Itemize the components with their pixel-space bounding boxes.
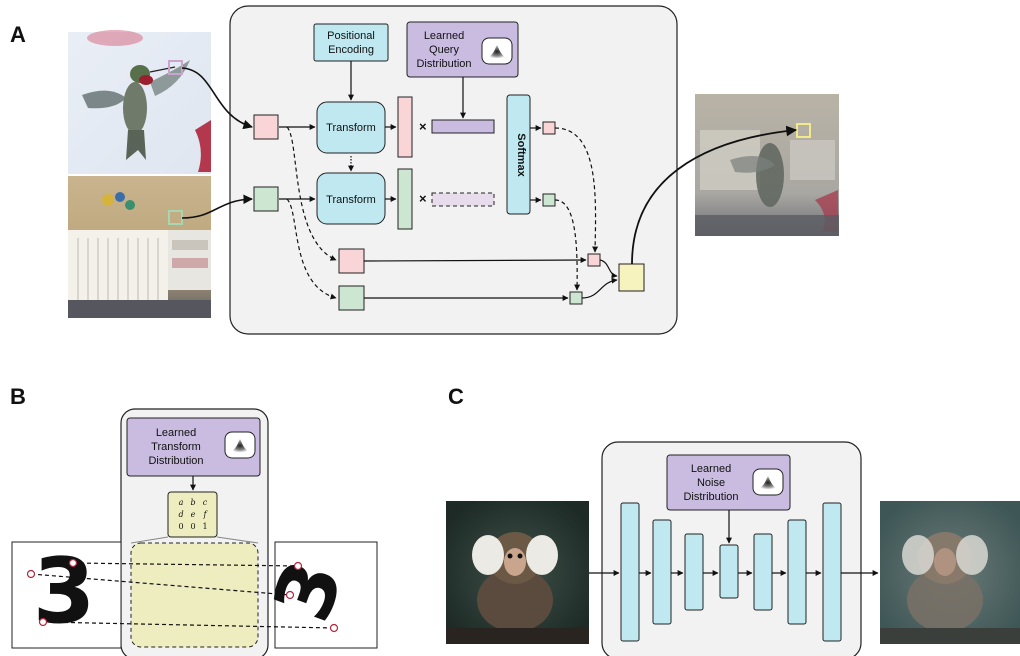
query-vector-ghost	[431, 192, 495, 207]
weighted-bird	[587, 253, 601, 267]
matrix-e: e	[191, 510, 196, 519]
bird-value-token	[338, 248, 365, 274]
crib-value-token	[338, 285, 365, 311]
crib-value-branch	[286, 198, 337, 300]
sum-top-arrow	[599, 259, 618, 279]
crib-photo	[68, 176, 211, 318]
gaussian-icon	[481, 37, 513, 65]
bird-token	[253, 114, 279, 140]
matrix-i: 1	[202, 522, 207, 531]
noise-dist-line-2: Noise	[697, 477, 725, 489]
crib-token	[253, 186, 279, 212]
matrix-f: f	[203, 510, 209, 519]
unet-block-3	[684, 533, 704, 611]
bird-value-arrow	[363, 257, 587, 264]
correspondence-lines	[30, 562, 335, 629]
multiply-bottom: ×	[419, 191, 427, 206]
attn-weight-top	[542, 121, 556, 135]
matrix-h: 0	[190, 522, 195, 531]
marmoset-photo	[446, 501, 589, 644]
bird-value-branch	[286, 126, 337, 261]
key-vector-bottom	[397, 168, 413, 230]
affine-matrix	[167, 491, 218, 538]
output-to-image-arrow	[631, 125, 798, 265]
unet-block-1	[620, 502, 640, 642]
key-vector-top	[397, 96, 413, 158]
bird-patch-marker	[168, 60, 183, 75]
query-vector	[431, 119, 495, 134]
unet-block-4	[719, 544, 739, 599]
transform-dist-line-3: Distribution	[148, 455, 203, 467]
panel-b-label: B	[10, 384, 26, 409]
matrix-projection-lines	[130, 536, 259, 544]
noise-dist-line-1: Learned	[691, 463, 731, 475]
input-digit: 3	[33, 539, 96, 644]
weight-bottom-arrow	[554, 199, 581, 291]
unet-blocks	[620, 502, 842, 642]
matrix-a: a	[179, 498, 184, 507]
gaussian-icon	[752, 468, 784, 496]
query-dist-line-1: Learned	[424, 30, 464, 42]
noise-dist-line-3: Distribution	[683, 491, 738, 503]
unet-block-5	[753, 533, 773, 611]
sum-bottom-arrow	[581, 277, 618, 299]
gaussian-icon	[224, 431, 256, 459]
crib-to-input-arrow	[181, 194, 253, 219]
panel-a: A	[10, 5, 839, 335]
unet-block-2	[652, 519, 672, 625]
unet-block-7	[822, 502, 842, 642]
keypoints	[26, 558, 339, 633]
bird-to-input-arrow	[181, 67, 253, 130]
panel-c-label: C	[448, 384, 464, 409]
positional-encoding-line-1: Positional	[327, 30, 375, 42]
input-digit-box	[11, 541, 122, 649]
panel-a-label: A	[10, 22, 26, 47]
weighted-crib	[569, 291, 583, 305]
positional-encoding-line-2: Encoding	[328, 44, 374, 56]
transform-region	[130, 542, 259, 648]
weight-top-arrow	[554, 127, 599, 253]
panel-b: B Learned Transform Distribution a b c d…	[10, 384, 378, 656]
transform-dist-line-2: Transform	[151, 441, 201, 453]
matrix-c: c	[203, 498, 208, 507]
transform-bottom-label: Transform	[326, 194, 376, 206]
panel-c: C Learned Noise Distribution	[446, 384, 1020, 656]
matrix-g: 0	[178, 522, 183, 531]
attn-weight-bottom	[542, 193, 556, 207]
output-token	[618, 263, 645, 292]
query-dist-line-2: Query	[429, 44, 459, 56]
transform-top-label: Transform	[326, 122, 376, 134]
softmax-box	[506, 94, 531, 215]
noisy-marmoset-photo	[880, 501, 1020, 644]
transform-dist-line-1: Learned	[156, 427, 196, 439]
multiply-top: ×	[419, 119, 427, 134]
hummingbird-photo	[68, 30, 211, 174]
softmax-label: Softmax	[515, 133, 527, 177]
blended-output-photo	[695, 94, 839, 236]
unet-block-6	[787, 519, 807, 625]
query-dist-line-3: Distribution	[416, 58, 471, 70]
matrix-b: b	[190, 498, 195, 507]
matrix-d: d	[178, 510, 183, 519]
